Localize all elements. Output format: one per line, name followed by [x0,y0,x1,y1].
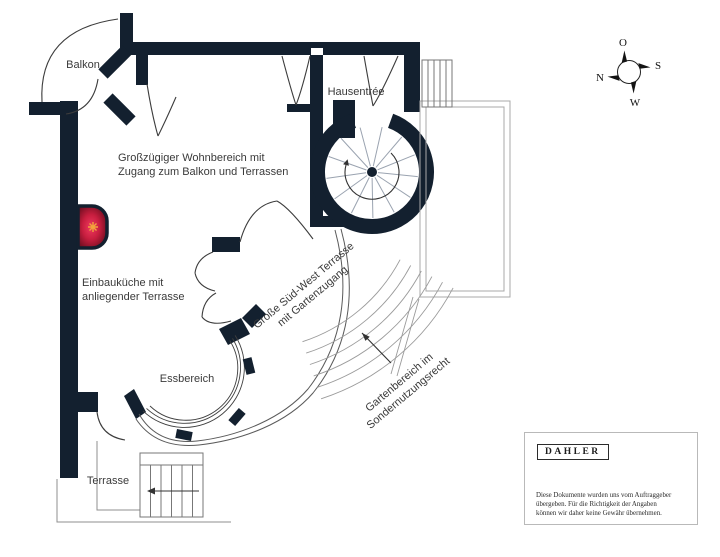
terrace-boundary-curve [135,228,350,446]
garden-steps [302,259,454,400]
walls [29,13,420,478]
lower-terrace-outline [56,441,231,523]
fireplace-star [88,222,98,232]
label-essbereich: Essbereich [159,373,215,385]
disclaimer-line3: können wir daher keine Gewähr übernehmen… [536,510,662,518]
compass-south-label: S [655,60,661,72]
compass-east-label: O [619,37,627,49]
entry-stairs [421,59,453,108]
compass-points [607,50,651,94]
label-balkon: Balkon [66,59,100,71]
label-wohnbereich: Großzügiger Wohnbereich mit Zugang zum B… [118,152,288,179]
compass-north-label: N [596,72,604,84]
upper-terrace-outline [419,100,511,298]
garden-arrow [361,332,392,364]
terrace-stairs [139,452,204,518]
label-wohnbereich-line1: Großzügiger Wohnbereich mit [118,152,265,164]
disclaimer-line1: Diese Dokumente wurden uns vom Auftragge… [536,492,672,499]
compass-icon: O S W N [596,37,661,109]
disclaimer-text: Diese Dokumente wurden uns vom Auftragge… [536,491,690,518]
compass-west-label: W [630,97,641,109]
dahler-logo: DAHLER [537,444,609,460]
label-terrasse: Terrasse [86,475,130,487]
bay-window [142,335,256,441]
label-hausentree: Hausentrée [327,86,385,98]
label-einbaukueche: Einbauküche mit anliegender Terrasse [82,277,185,304]
fireplace-icon [76,204,109,250]
branding-box: DAHLER Diese Dokumente wurden uns vom Au… [524,432,698,525]
label-einbaukueche-line2: anliegender Terrasse [82,290,185,303]
label-wohnbereich-line2: Zugang zum Balkon und Terrassen [118,165,289,178]
stair-direction-arrow [344,152,400,200]
bay-mullions [175,357,256,441]
door-swings [41,18,399,441]
label-einbaukueche-line1: Einbauküche mit [82,277,164,289]
spiral-staircase [310,113,434,235]
disclaimer-line2: übergeben. Für die Richtigkeit der Angab… [536,501,657,509]
